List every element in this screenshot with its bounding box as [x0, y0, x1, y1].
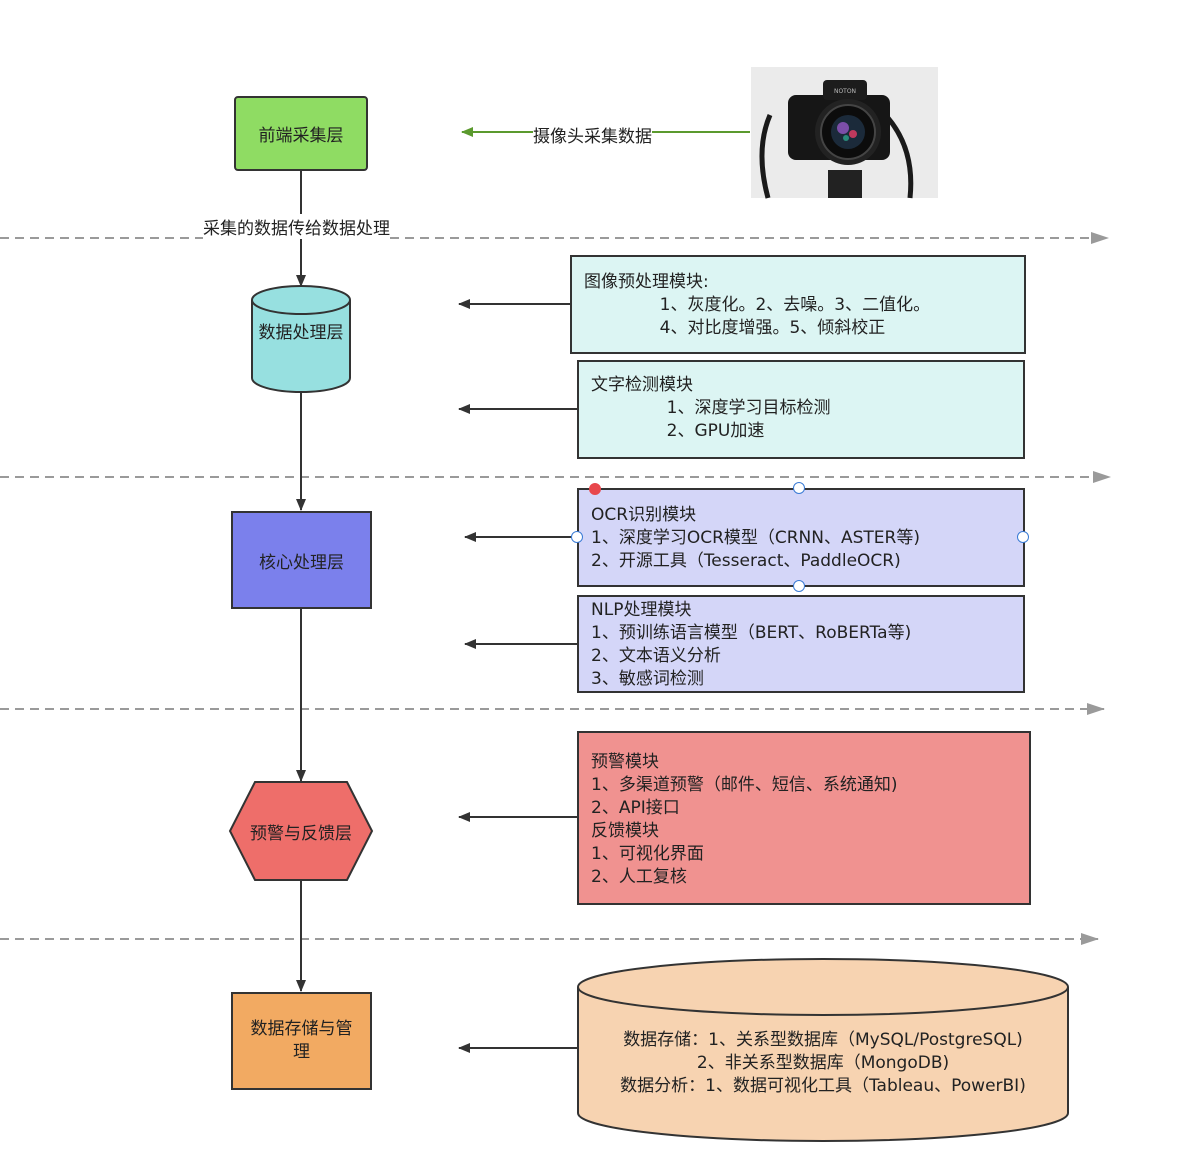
frontend-layer[interactable]: 前端采集层 [234, 96, 368, 171]
storage-module[interactable]: 数据存储：1、关系型数据库（MySQL/PostgreSQL) 2、非关系型数据… [582, 1025, 1064, 1101]
camera-edge-label: 摄像头采集数据 [533, 122, 652, 147]
processing-layer-cylinder [251, 285, 351, 393]
selection-handle-top[interactable] [793, 482, 805, 494]
storage-module-text: 数据存储：1、关系型数据库（MySQL/PostgreSQL) 2、非关系型数据… [620, 1029, 1026, 1096]
selection-handle-top-left[interactable] [589, 483, 601, 495]
alert-layer-label: 预警与反馈层 [250, 823, 352, 844]
core-layer-label: 核心处理层 [259, 552, 344, 573]
selection-handle-right[interactable] [1017, 531, 1029, 543]
processing-layer[interactable]: 数据处理层 [252, 300, 350, 360]
ocr-module[interactable]: OCR识别模块 1、深度学习OCR模型（CRNN、ASTER等) 2、开源工具（… [577, 488, 1025, 587]
processing-layer-label: 数据处理层 [258, 322, 344, 343]
storage-module-cylinder [577, 958, 1069, 1142]
frontend-layer-label: 前端采集层 [258, 126, 344, 146]
svg-text:NOTON: NOTON [834, 88, 856, 95]
alert-module[interactable]: 预警模块 1、多渠道预警（邮件、短信、系统通知) 2、API接口 反馈模块 1、… [577, 731, 1031, 905]
alert-layer-hexagon [228, 781, 374, 881]
preprocess-module[interactable]: 图像预处理模块: 1、灰度化。2、去噪。3、二值化。 4、对比度增强。5、倾斜校… [570, 255, 1026, 354]
selection-handle-left[interactable] [571, 531, 583, 543]
transfer-edge-label: 采集的数据传给数据处理 [203, 214, 390, 239]
alert-layer[interactable]: 预警与反馈层 [235, 806, 367, 856]
nlp-module[interactable]: NLP处理模块 1、预训练语言模型（BERT、RoBERTa等) 2、文本语义分… [577, 595, 1025, 693]
selection-handle-bottom[interactable] [793, 580, 805, 592]
core-layer[interactable]: 核心处理层 [231, 511, 372, 609]
camera-photo-icon: NOTON [751, 67, 938, 199]
storage-layer-label: 数据存储与管 理 [250, 1019, 353, 1062]
storage-layer[interactable]: 数据存储与管 理 [231, 992, 372, 1090]
text-detect-module[interactable]: 文字检测模块 1、深度学习目标检测 2、GPU加速 [577, 360, 1025, 459]
